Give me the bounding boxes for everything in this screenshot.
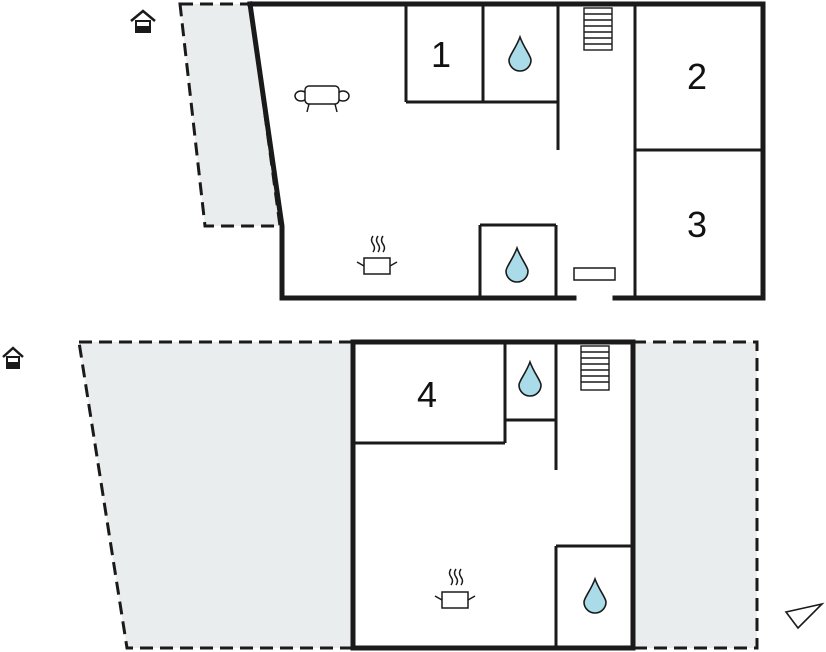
room-label-4: 4 [417,374,437,415]
entrance-icon [130,9,156,33]
stairs-icon [583,7,613,51]
upper-terrace [178,2,282,228]
room-label-1: 1 [431,34,451,75]
lower-outer-wall [350,339,636,651]
bathroom-drop-icon [518,359,542,397]
lower-terrace-left [77,340,355,650]
kitchen-pot-icon [356,235,398,275]
stairs-icon [580,345,610,391]
window-icon [573,267,616,281]
entrance-icon [2,346,24,369]
upper-floor: 1 2 3 [130,1,766,301]
room-label-2: 2 [687,56,707,97]
lower-terrace-right [631,340,759,650]
room-label-3: 3 [687,204,707,245]
bathroom-drop-icon [508,34,532,72]
bathroom-drop-icon [583,576,607,614]
compass-arrow-icon [784,602,825,630]
kitchen-pot-icon [434,568,476,609]
bathroom-drop-icon [505,245,529,283]
sofa-icon [294,85,350,113]
lower-floor: 4 [2,339,825,651]
